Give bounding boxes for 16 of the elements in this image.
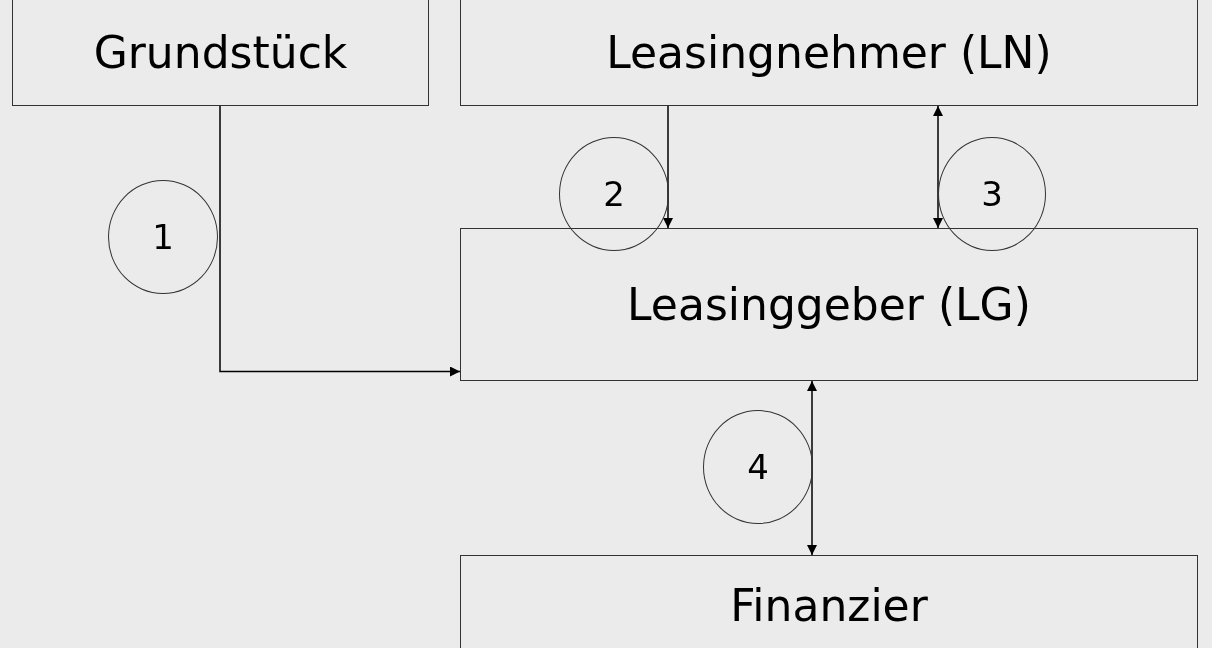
node-label: 1: [152, 217, 174, 257]
node-label: 4: [747, 447, 769, 487]
process-box: [12, 0, 429, 106]
process-box: [460, 228, 1198, 381]
node-label: Leasingnehmer (LN): [606, 27, 1052, 78]
node-label: 3: [981, 174, 1003, 214]
node-label: 2: [603, 174, 625, 214]
arrow: [807, 380, 817, 556]
process-box: [460, 555, 1198, 648]
process-box: [460, 0, 1198, 106]
arrow: [219, 105, 461, 377]
node-label: Leasinggeber (LG): [627, 279, 1031, 330]
node-label: Grundstück: [93, 27, 348, 78]
node-label: Finanzier: [730, 579, 928, 631]
arrow: [663, 105, 673, 229]
arrow: [933, 105, 943, 229]
